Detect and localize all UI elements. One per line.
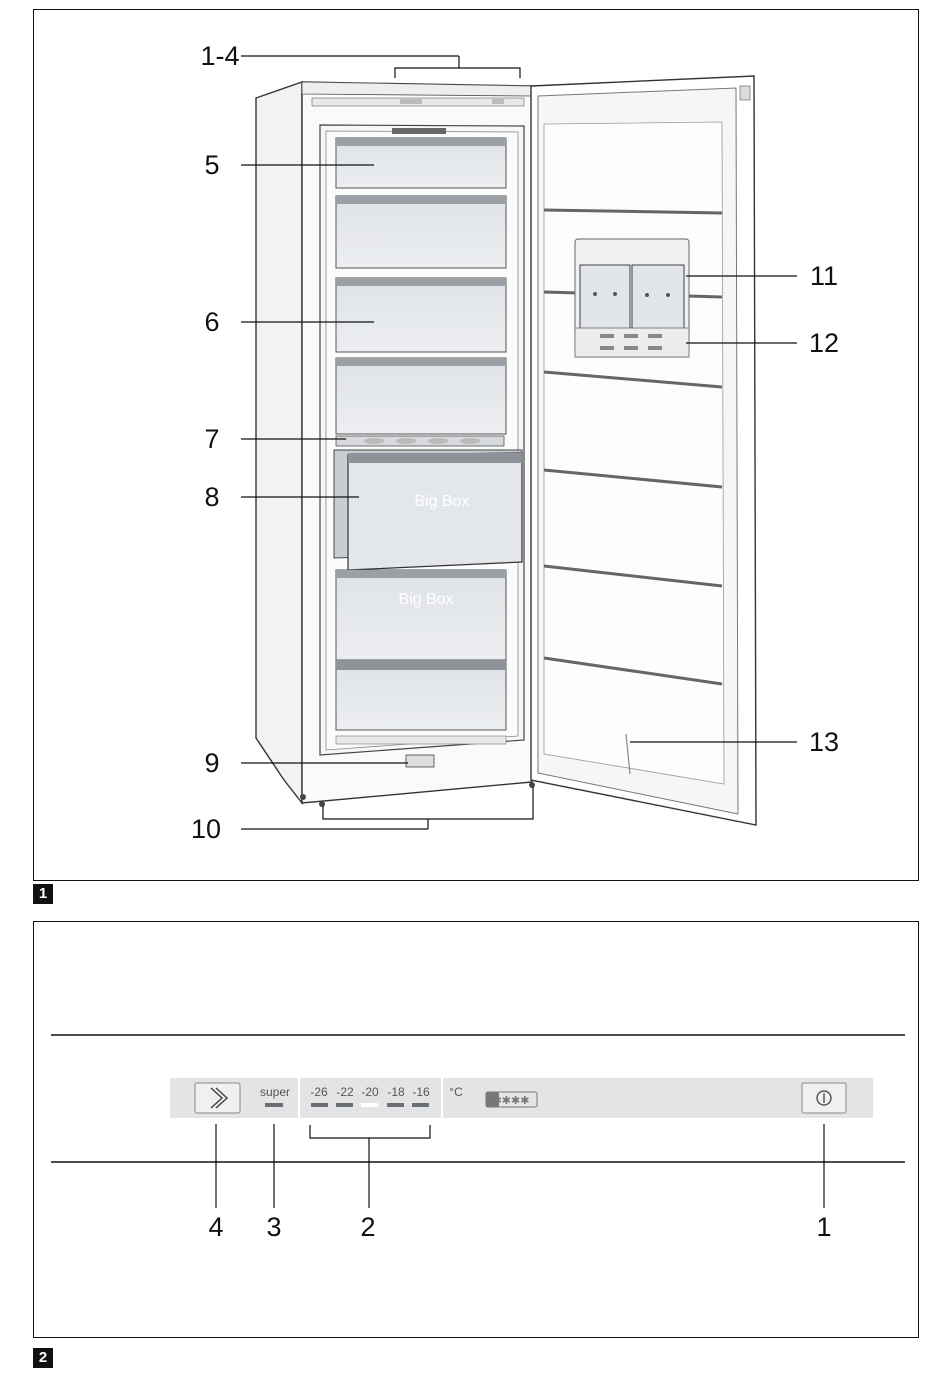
chevron-right-icon	[210, 1087, 224, 1109]
panel-leader-lines	[215, 1124, 825, 1208]
figure-2-tag: 2	[33, 1348, 53, 1368]
foot-left	[300, 794, 306, 800]
temp-indicator-0	[311, 1103, 328, 1107]
big-box-drawer-open: Big Box	[333, 449, 523, 571]
callout-10: 10	[191, 814, 221, 844]
drain-fitting	[405, 754, 435, 768]
callout-6: 6	[204, 307, 219, 337]
temp-label-0: -26	[310, 1085, 328, 1099]
leader-lines	[241, 55, 797, 830]
star-rating-badge: ✱✱✱✱	[485, 1091, 538, 1108]
super-indicator	[265, 1103, 283, 1107]
callout-13: 13	[809, 727, 839, 757]
foot-right	[529, 782, 535, 788]
callout-3: 3	[266, 1212, 281, 1242]
temp-label-3: -18	[387, 1085, 405, 1099]
drawer-1	[335, 128, 507, 189]
callout-7: 7	[204, 424, 219, 454]
callout-5: 5	[204, 150, 219, 180]
big-box-drawer-closed: Big Box	[335, 569, 507, 663]
figure-2-frame: super -26 -22 -20 -18 -16 °C ✱✱✱✱	[33, 921, 919, 1338]
power-icon	[816, 1090, 832, 1106]
figure-1-frame: Big Box Big Box	[33, 9, 919, 881]
figure-1-tag: 1	[33, 884, 53, 904]
freezer-door	[530, 75, 757, 826]
callout-8: 8	[204, 482, 219, 512]
freezer-illustration: Big Box Big Box	[191, 41, 839, 844]
callout-12: 12	[809, 328, 839, 358]
big-box-label-lower: Big Box	[398, 591, 453, 608]
callout-2: 2	[360, 1212, 375, 1242]
temp-indicator-3	[387, 1103, 404, 1107]
temp-label-4: -16	[412, 1085, 430, 1099]
bottom-grille	[335, 735, 507, 768]
temp-indicator-4	[412, 1103, 429, 1107]
control-panel-strip	[170, 1078, 873, 1118]
cabinet-side	[255, 81, 303, 806]
drawer-4	[335, 357, 507, 435]
callout-11: 11	[810, 261, 838, 291]
drawer-bottom	[335, 659, 507, 731]
drawer-3	[335, 277, 507, 353]
snowflake-stars-icon: ✱✱✱✱	[493, 1095, 530, 1107]
callout-4: 4	[208, 1212, 223, 1242]
callout-1-4: 1-4	[200, 41, 239, 71]
drawer-2	[335, 195, 507, 269]
temp-label-1: -22	[336, 1085, 354, 1099]
callout-1: 1	[816, 1212, 831, 1242]
big-box-label-upper: Big Box	[414, 493, 469, 510]
temp-indicator-2-active	[361, 1103, 378, 1107]
control-panel-illustration: super -26 -22 -20 -18 -16 °C ✱✱✱✱	[51, 1034, 905, 1242]
power-button[interactable]	[801, 1082, 847, 1114]
temp-indicator-1	[336, 1103, 353, 1107]
select-button[interactable]	[194, 1082, 241, 1114]
foot-front	[319, 801, 325, 807]
super-label: super	[260, 1085, 290, 1099]
ice-tray-holder	[574, 238, 690, 358]
ice-tray-shelf	[335, 435, 505, 447]
temp-label-2: -20	[361, 1085, 379, 1099]
freezing-calendar	[574, 327, 690, 358]
callout-9: 9	[204, 748, 219, 778]
unit-label: °C	[449, 1085, 463, 1099]
